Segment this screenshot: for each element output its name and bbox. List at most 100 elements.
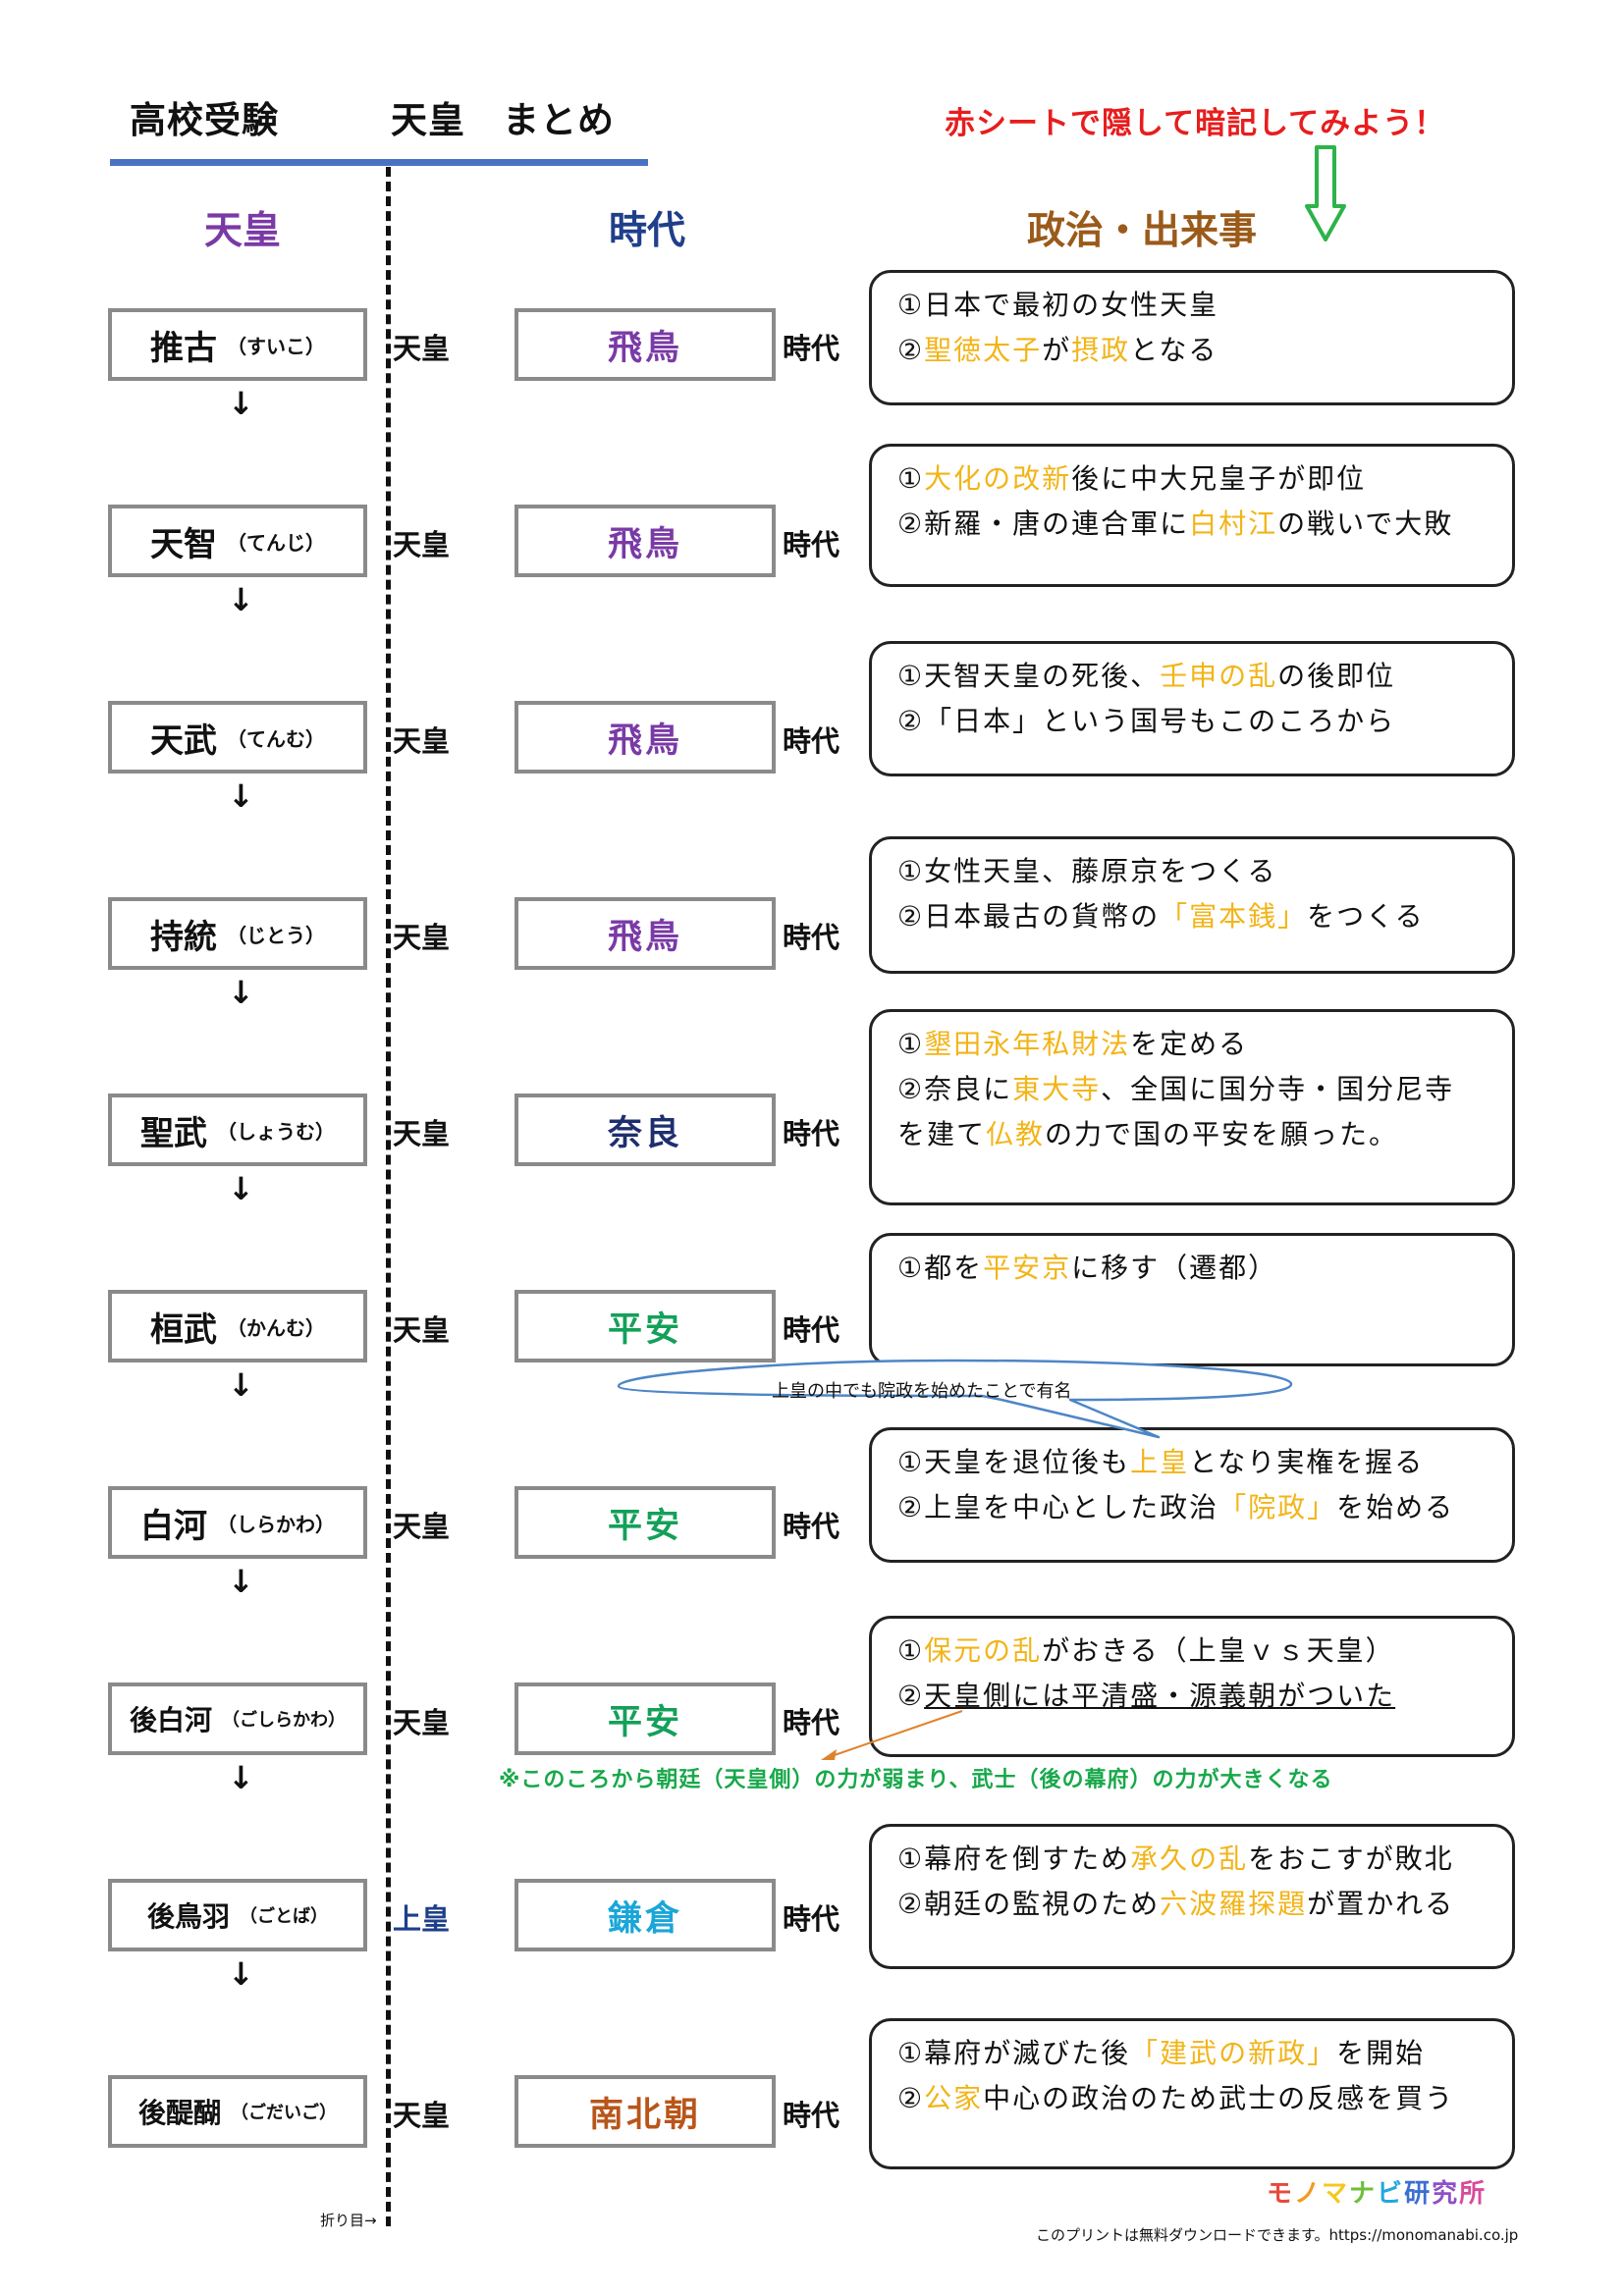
event-text: をおこすが敗北 xyxy=(1248,1842,1454,1875)
emperor-reading: （てんじ） xyxy=(227,530,325,555)
event-text: ①天智天皇の死後、 xyxy=(897,660,1161,692)
event-text: ①都を xyxy=(897,1252,984,1284)
emperor-name-box: 天武（てんむ） xyxy=(108,701,367,774)
key-term: 公家 xyxy=(924,2082,984,2114)
emperor-reading: （ごだいご） xyxy=(231,2103,337,2123)
page-title: 高校受験 天皇 まとめ xyxy=(130,99,615,141)
emperor-name: 持統 xyxy=(150,917,217,957)
brand-logo: モノマナビ研究所 xyxy=(1267,2173,1487,2210)
emperor-name: 天智 xyxy=(150,524,217,564)
emperor-name: 後醍醐 xyxy=(137,2097,221,2129)
pointer-arrow-icon xyxy=(821,1710,963,1760)
event-text: ①天皇を退位後も xyxy=(897,1446,1131,1478)
emperor-title-tag: 天皇 xyxy=(393,528,451,561)
event-text: 後に中大兄皇子が即位 xyxy=(1071,462,1367,495)
era-suffix-label: 時代 xyxy=(783,921,840,954)
event-line: ①墾田永年私財法を定める xyxy=(897,1022,1512,1067)
event-text: ②奈良に xyxy=(897,1073,1013,1105)
emperor-reading: （しらかわ） xyxy=(217,1512,335,1536)
event-text: の後即位 xyxy=(1277,660,1396,692)
era-suffix-label: 時代 xyxy=(783,332,840,365)
event-line: ②新羅・唐の連合軍に白村江の戦いで大敗 xyxy=(897,502,1512,547)
event-text: が xyxy=(1042,334,1072,366)
event-line: ①天智天皇の死後、壬申の乱の後即位 xyxy=(897,654,1512,699)
logo-letter: ノ xyxy=(1294,2179,1323,2209)
down-arrow-icon: ↓ xyxy=(228,974,254,1011)
emperor-reading: （ごしらかわ） xyxy=(222,1710,346,1731)
event-text: ②日本最古の貨幣の xyxy=(897,900,1161,933)
event-text: ② xyxy=(897,334,925,366)
event-text: となり実権を握る xyxy=(1189,1446,1425,1478)
key-term: 六波羅探題 xyxy=(1160,1888,1308,1920)
key-term: 仏教 xyxy=(986,1118,1046,1150)
event-text: ①幕府を倒すため xyxy=(897,1842,1131,1875)
era-shift-note: ※このころから朝廷（天皇側）の力が弱まり、武士（後の幕府）の力が大きくなる xyxy=(499,1768,1333,1792)
key-term: 平安京 xyxy=(983,1252,1072,1284)
emperor-title-tag: 天皇 xyxy=(393,2099,451,2132)
era-box: 飛鳥 xyxy=(514,701,776,774)
emperor-name: 推古 xyxy=(150,328,217,368)
emperor-reading: （ごとば） xyxy=(240,1906,328,1927)
logo-letter: マ xyxy=(1322,2179,1350,2209)
emperor-title-tag: 天皇 xyxy=(393,921,451,954)
column-header-events: 政治・出来事 xyxy=(1027,209,1258,253)
event-line: ①大化の改新後に中大兄皇子が即位 xyxy=(897,456,1512,502)
event-text: ① xyxy=(897,1028,925,1060)
event-line: ②朝廷の監視のため六波羅探題が置かれる xyxy=(897,1882,1512,1927)
event-line: ①女性天皇、藤原京をつくる xyxy=(897,849,1512,894)
emperor-name-box: 白河（しらかわ） xyxy=(108,1486,367,1559)
emperor-title-tag: 天皇 xyxy=(393,1117,451,1150)
emperor-name-box: 後鳥羽（ごとば） xyxy=(108,1879,367,1951)
logo-letter: モ xyxy=(1267,2179,1295,2209)
footer-text: このプリントは無料ダウンロードできます。https://monomanabi.c… xyxy=(1036,2226,1519,2244)
emperor-name: 桓武 xyxy=(150,1309,217,1350)
emperor-reading: （じとう） xyxy=(227,923,325,947)
emperor-reading: （てんむ） xyxy=(227,726,325,751)
event-line: ①天皇を退位後も上皇となり実権を握る xyxy=(897,1440,1512,1485)
event-text: が置かれる xyxy=(1307,1888,1455,1920)
column-header-emperor: 天皇 xyxy=(204,209,282,253)
down-arrow-icon xyxy=(1305,145,1346,241)
down-arrow-icon: ↓ xyxy=(228,1563,254,1600)
event-text: の戦いで大敗 xyxy=(1277,507,1454,540)
event-text: を始める xyxy=(1336,1491,1455,1523)
event-text: ② xyxy=(897,2082,925,2114)
emperor-reading: （かんむ） xyxy=(227,1315,325,1340)
event-text: ②「日本」という国号もこのころから xyxy=(897,705,1396,737)
emperor-name-box: 後醍醐 （ごだいご） xyxy=(108,2075,367,2148)
emperor-name: 聖武 xyxy=(140,1113,207,1153)
event-text: ① xyxy=(897,1634,925,1667)
event-text: を建て xyxy=(897,1118,987,1150)
era-suffix-label: 時代 xyxy=(783,528,840,561)
event-text: ②新羅・唐の連合軍に xyxy=(897,507,1190,540)
emperor-name: 後白河 xyxy=(129,1704,212,1736)
down-arrow-icon: ↓ xyxy=(228,1366,254,1404)
event-text: をつくる xyxy=(1307,900,1425,933)
key-term: 「建武の新政」 xyxy=(1130,2037,1337,2069)
key-term: 保元の乱 xyxy=(924,1634,1043,1667)
callout-text: 上皇の中でも院政を始めたことで有名 xyxy=(772,1381,1072,1402)
key-term: 摂政 xyxy=(1071,334,1131,366)
event-text: ①日本で最初の女性天皇 xyxy=(897,289,1219,321)
era-suffix-label: 時代 xyxy=(783,1313,840,1347)
column-header-era: 時代 xyxy=(609,209,686,253)
event-text: の力で国の平安を願った。 xyxy=(1045,1118,1399,1150)
down-arrow-icon: ↓ xyxy=(228,385,254,422)
event-line: ②日本最古の貨幣の「富本銭」をつくる xyxy=(897,894,1512,939)
era-suffix-label: 時代 xyxy=(783,1902,840,1936)
era-box: 鎌倉 xyxy=(514,1879,776,1951)
event-line: ②公家中心の政治のため武士の反感を買う xyxy=(897,2076,1512,2121)
event-line: ①幕府を倒すため承久の乱をおこすが敗北 xyxy=(897,1837,1512,1882)
down-arrow-icon: ↓ xyxy=(228,1955,254,1993)
callout-bubble xyxy=(617,1359,1293,1439)
emperor-title-tag: 天皇 xyxy=(393,724,451,758)
emperor-reading: （すいこ） xyxy=(227,334,325,358)
event-box: ①保元の乱がおきる（上皇ｖｓ天皇）②天皇側には平清盛・源義朝がついた xyxy=(869,1616,1515,1757)
era-box: 飛鳥 xyxy=(514,897,776,970)
